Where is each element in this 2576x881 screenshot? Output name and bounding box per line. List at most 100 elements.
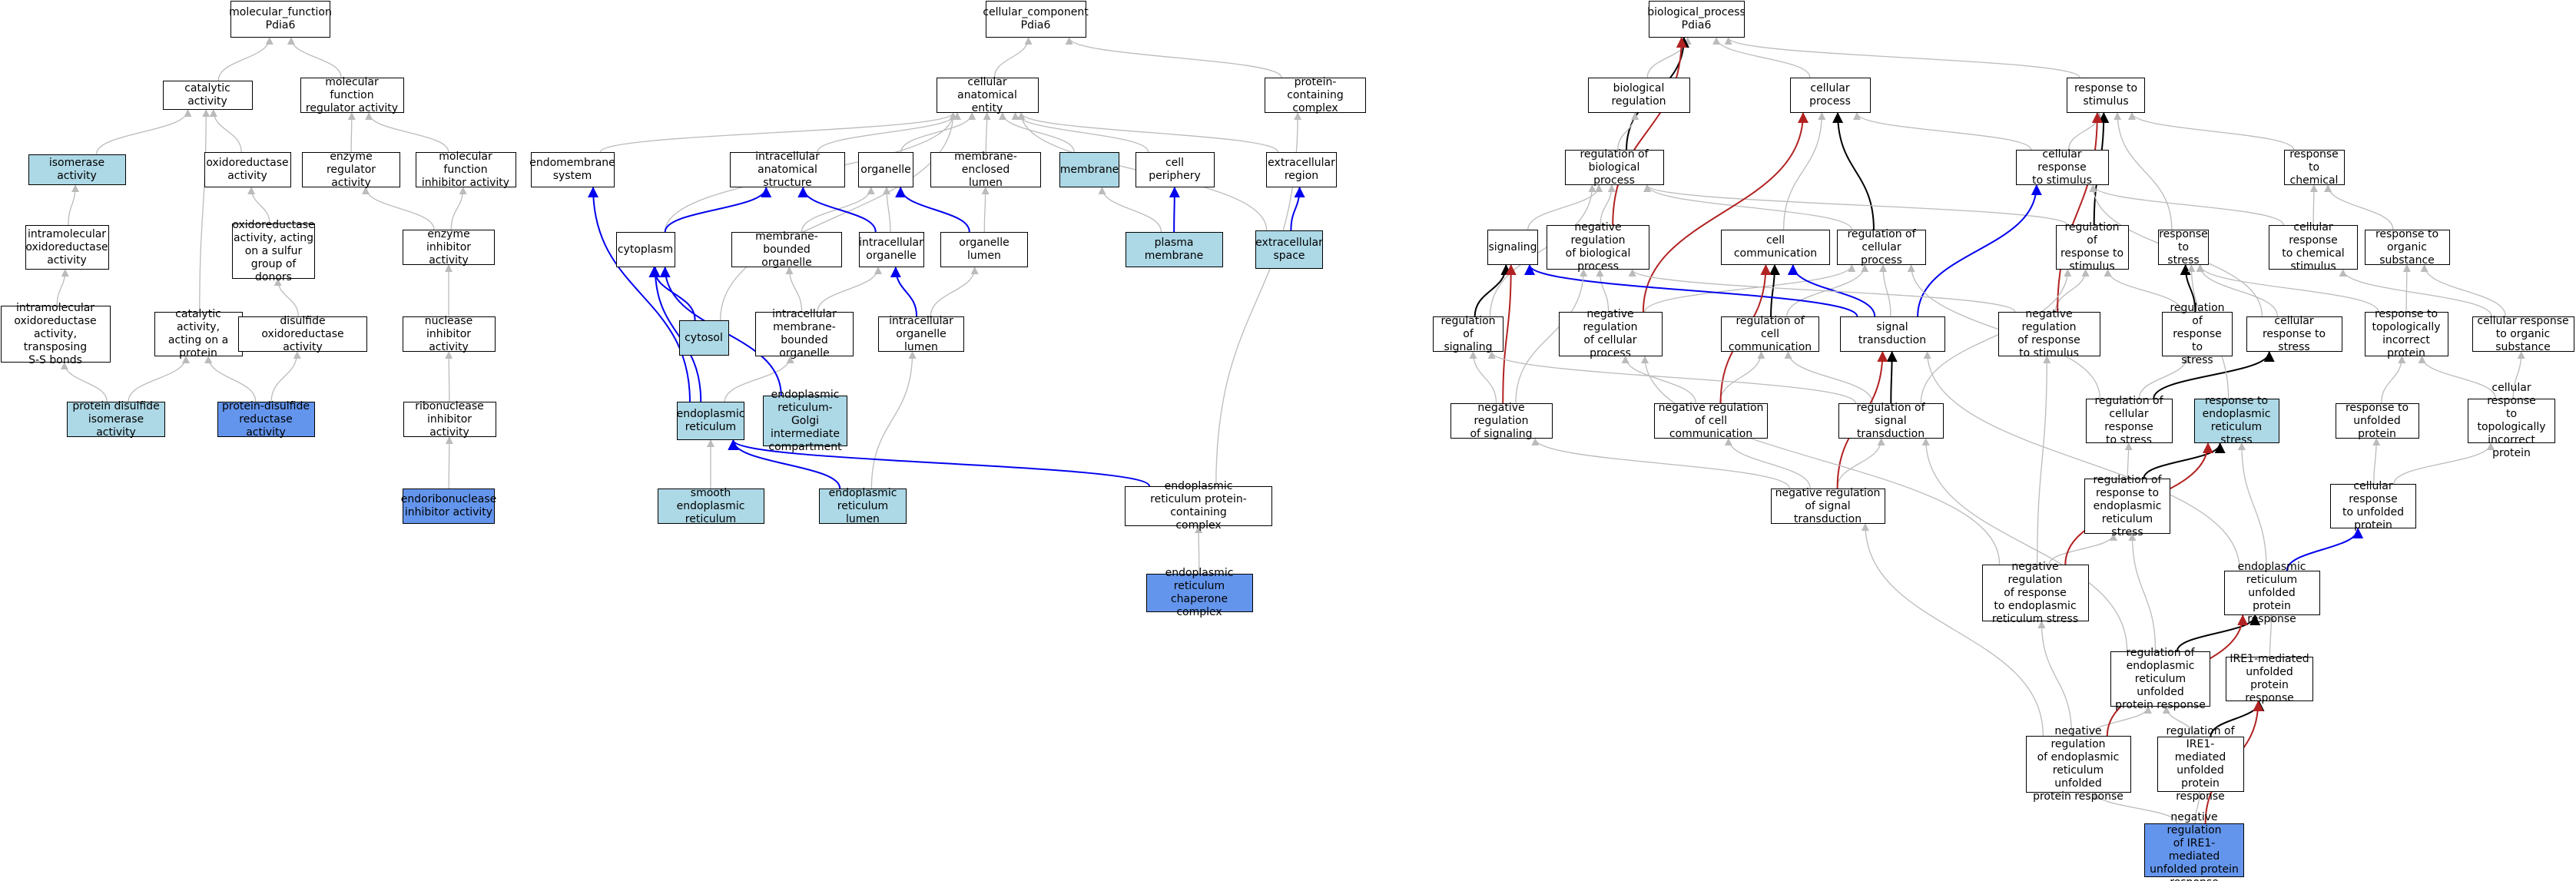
edge-is-a xyxy=(1487,351,1856,404)
go-term-mb-org[interactable]: membrane-bounded organelle xyxy=(731,230,842,269)
edge-is-a xyxy=(2138,356,2191,399)
go-term-cell-resp-stim[interactable]: cellular response to stimulus xyxy=(2015,148,2109,187)
go-term-neg-reg-sig[interactable]: negative regulation of signaling xyxy=(1450,402,1553,440)
go-term-reg-signaling[interactable]: regulation of signaling xyxy=(1433,315,1503,353)
go-term-oxred[interactable]: oxidoreductase activity xyxy=(204,152,291,187)
go-term-ribonuc-inh[interactable]: ribonuclease inhibitor activity xyxy=(403,400,496,439)
go-term-intra-mb-org[interactable]: intracellular membrane-bounded organelle xyxy=(755,308,854,359)
go-term-er[interactable]: endoplasmic reticulum xyxy=(677,402,744,440)
edge-is-a xyxy=(270,351,301,402)
go-term-neg-reg-er-upr[interactable]: negative regulation of endoplasmic retic… xyxy=(2025,725,2131,803)
go-term-neg-reg-ire1[interactable]: negative regulation of IRE1-mediated unf… xyxy=(2144,811,2244,881)
go-term-reg-cell-comm[interactable]: regulation of cell communication xyxy=(1721,315,1819,353)
go-term-neg-reg-sig-trans[interactable]: negative regulation of signal transducti… xyxy=(1770,487,1885,525)
go-term-reg-ire1[interactable]: regulation of IRE1-mediated unfolded pro… xyxy=(2157,725,2244,803)
go-term-mf-reg[interactable]: molecular function regulator activity xyxy=(300,76,404,114)
go-term-disulf-ox[interactable]: disulfide oxidoreductase activity xyxy=(238,315,367,353)
edge-is-a xyxy=(817,267,883,313)
go-term-cae[interactable]: cellular anatomical entity xyxy=(936,76,1039,114)
go-term-reg-cell-resp-stress[interactable]: regulation of cellular response to stres… xyxy=(2085,395,2173,446)
go-term-neg-reg-resp-stim[interactable]: negative regulation of response to stimu… xyxy=(1997,308,2100,359)
go-term-resp-chem[interactable]: response to chemical xyxy=(2283,148,2345,187)
go-term-ergic[interactable]: endoplasmic reticulum-Golgi intermediate… xyxy=(763,389,847,453)
go-term-reg-resp-stim[interactable]: regulation of response to stimulus xyxy=(2055,221,2129,273)
edge-is-a xyxy=(1643,184,1852,230)
go-term-ire1-upr[interactable]: IRE1-mediated unfolded protein response xyxy=(2226,653,2313,704)
go-term-cell-resp-unfolded[interactable]: cellular response to unfolded protein xyxy=(2330,480,2416,532)
go-term-intra-struct[interactable]: intracellular anatomical structure xyxy=(730,151,845,189)
go-term-resp-stress[interactable]: response to stress xyxy=(2158,227,2209,267)
go-term-nuc-inh[interactable]: nuclease inhibitor activity xyxy=(402,315,496,353)
go-term-er-prot-cplx[interactable]: endoplasmic reticulum protein-containing… xyxy=(1125,480,1272,532)
go-term-mf-root[interactable]: molecular_function Pdia6 xyxy=(229,1,332,38)
go-term-cc-root[interactable]: cellular_component Pdia6 xyxy=(983,1,1089,38)
go-term-organelle[interactable]: organelle xyxy=(858,152,913,187)
go-term-er-lumen[interactable]: endoplasmic reticulum lumen xyxy=(819,487,907,525)
go-term-enz-inh[interactable]: enzyme inhibitor activity xyxy=(403,228,495,267)
edge-is-a xyxy=(347,112,356,153)
go-term-bio-reg[interactable]: biological regulation xyxy=(1587,78,1690,113)
go-term-pdi[interactable]: protein disulfide isomerase activity xyxy=(67,400,165,439)
go-term-neg-reg-cp[interactable]: negative regulation of cellular process xyxy=(1558,308,1663,359)
edge-is-a xyxy=(2067,112,2104,151)
go-term-cell-resp-chem[interactable]: cellular response to chemical stimulus xyxy=(2269,221,2358,273)
go-term-extracell[interactable]: extracellular region xyxy=(1266,152,1337,187)
go-term-resp-stim[interactable]: response to stimulus xyxy=(2067,78,2145,113)
go-term-cell-proc[interactable]: cellular process xyxy=(1789,78,1871,113)
edge-is-a xyxy=(2104,269,2183,313)
go-term-cell-periph[interactable]: cell periphery xyxy=(1135,152,1215,187)
go-term-er-upr[interactable]: endoplasmic reticulum unfolded protein r… xyxy=(2223,561,2320,625)
go-term-sig-trans[interactable]: signal transduction xyxy=(1839,316,1945,352)
go-term-cytosol[interactable]: cytosol xyxy=(678,320,729,356)
go-term-extra-space[interactable]: extracellular space xyxy=(1255,230,1323,269)
go-term-mf-inh[interactable]: molecular function inhibitor activity xyxy=(415,151,516,189)
edge-is-a xyxy=(2512,351,2525,399)
go-term-reg-sig-trans[interactable]: regulation of signal transduction xyxy=(1838,402,1944,440)
go-term-neg-reg-bp[interactable]: negative regulation of biological proces… xyxy=(1547,221,1649,273)
edge-is-a xyxy=(930,267,979,317)
go-term-pdr[interactable]: protein-disulfide reductase activity xyxy=(217,400,315,439)
edge-is-a xyxy=(883,187,891,233)
go-term-plasma-mem[interactable]: plasma membrane xyxy=(1125,232,1223,267)
go-term-resp-unfolded[interactable]: response to unfolded protein xyxy=(2335,402,2419,440)
go-term-reg-resp-stress[interactable]: regulation of response to stress xyxy=(2162,302,2233,366)
go-term-resp-org-sub[interactable]: response to organic substance xyxy=(2364,228,2450,267)
go-term-cytoplasm[interactable]: cytoplasm xyxy=(615,232,675,267)
edge-part-of xyxy=(2286,528,2364,571)
edge-part-of xyxy=(728,439,1150,487)
go-term-reg-resp-er-stress[interactable]: regulation of response to endoplasmic re… xyxy=(2084,474,2170,538)
go-term-intra-org[interactable]: intracellular organelle xyxy=(858,232,924,267)
go-term-smooth-er[interactable]: smooth endoplasmic reticulum xyxy=(657,487,764,525)
go-term-intra-org-lumen[interactable]: intracellular organelle lumen xyxy=(878,315,964,353)
go-term-resp-er-stress[interactable]: response to endoplasmic reticulum stress xyxy=(2193,395,2279,446)
go-term-prot-cplx[interactable]: protein-containing complex xyxy=(1265,76,1366,114)
go-term-mem-lumen[interactable]: membrane-enclosed lumen xyxy=(930,151,1041,189)
go-term-endomem[interactable]: endomembrane system xyxy=(529,152,615,187)
go-term-neg-reg-cell-comm[interactable]: negative regulation of cell communicatio… xyxy=(1654,402,1768,440)
go-term-cell-resp-stress[interactable]: cellular response to stress xyxy=(2246,315,2342,353)
go-term-reg-er-upr[interactable]: regulation of endoplasmic reticulum unfo… xyxy=(2110,647,2210,711)
go-term-er-chap[interactable]: endoplasmic reticulum chaperone complex xyxy=(1145,567,1253,618)
go-term-reg-bp[interactable]: regulation of biological process xyxy=(1564,148,1664,187)
go-term-cell-resp-topo[interactable]: cellular response to topologically incor… xyxy=(2468,382,2555,459)
go-term-org-lumen[interactable]: organelle lumen xyxy=(940,232,1028,267)
go-term-cat-prot[interactable]: catalytic activity, acting on a protein xyxy=(154,308,243,359)
edge-regulates xyxy=(2153,351,2275,399)
go-term-signaling[interactable]: signaling xyxy=(1487,230,1538,265)
go-term-resp-topo[interactable]: response to topologically incorrect prot… xyxy=(2364,308,2448,359)
go-term-isom[interactable]: isomerase activity xyxy=(28,154,126,185)
go-term-cat-act[interactable]: catalytic activity xyxy=(162,81,253,110)
go-term-membrane[interactable]: membrane xyxy=(1059,152,1119,187)
go-term-intra-ss[interactable]: intramolecular oxidoreductase activity, … xyxy=(0,302,111,366)
go-term-endoribo[interactable]: endoribonuclease inhibitor activity xyxy=(401,489,496,524)
go-term-enz-reg[interactable]: enzyme regulator activity xyxy=(302,151,400,189)
go-term-bp-root[interactable]: biological_process Pdia6 xyxy=(1647,1,1746,38)
go-term-intra-oxred[interactable]: intramolecular oxidoreductase activity xyxy=(25,225,109,270)
go-term-cell-resp-org[interactable]: cellular response to organic substance xyxy=(2472,315,2574,353)
go-term-reg-cp[interactable]: regulation of cellular process xyxy=(1837,228,1926,267)
go-term-cell-comm[interactable]: cell communication xyxy=(1721,230,1830,265)
edge-is-a xyxy=(1489,184,1596,317)
go-term-oxred-s[interactable]: oxidoreductase activity, acting on a sul… xyxy=(232,218,315,283)
go-term-neg-reg-resp-er-stress[interactable]: negative regulation of response to endop… xyxy=(1981,561,2089,625)
